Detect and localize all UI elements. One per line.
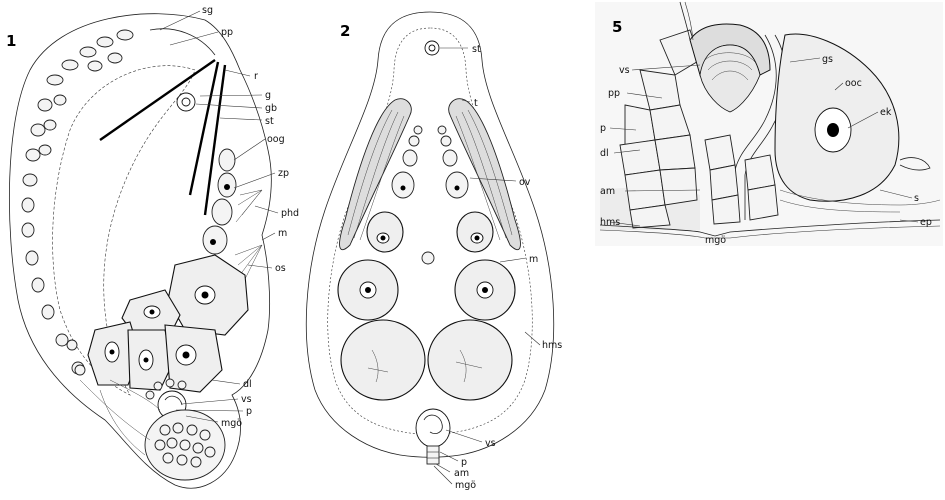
fig5-small-cell: [899, 157, 931, 171]
fig1-label-g: g: [265, 90, 271, 101]
fig2-label-p: p: [461, 457, 467, 468]
fig2-label-m: m: [529, 254, 538, 265]
fig5-bulb-lumen: [699, 44, 761, 113]
fig5-label-mgo: mgö: [705, 235, 726, 246]
fig5-label-vs: vs: [619, 65, 630, 76]
fig5-label-gs: gs: [822, 54, 833, 65]
fig1-label-gb: gb: [265, 103, 277, 114]
fig5-label-p: p: [600, 123, 606, 134]
fig2-label-t: t: [474, 98, 478, 109]
fig5-label-ooc: ooc: [845, 78, 862, 89]
fig2-mouth: [421, 251, 435, 265]
fig1-label-vs: vs: [241, 394, 252, 405]
fig5-label-ep: ep: [920, 217, 932, 228]
fig5-label-hms: hms: [600, 217, 620, 228]
fig1-label-p: p: [246, 406, 252, 417]
fig2-oocytes-right: [427, 125, 516, 401]
fig1-label-phd: phd: [281, 208, 299, 219]
fig5-label-dl: dl: [600, 148, 609, 159]
fig5-leader-lines: [609, 57, 919, 227]
fig2-label-hms: hms: [542, 340, 562, 351]
fig5-left-cells: [619, 29, 701, 229]
fig1-large-oocytes: [87, 254, 249, 393]
figure-2-drawing: 2 st t ov m hms vs p am mgö: [305, 11, 562, 491]
fig1-label-zp: zp: [278, 168, 289, 179]
fig1-epidermis: [21, 29, 134, 375]
fig1-rod-2: [188, 61, 220, 196]
fig5-label-am: am: [600, 186, 615, 197]
fig2-label-mgo: mgö: [455, 480, 476, 491]
fig2-copulatory-organ: [415, 408, 451, 465]
fig1-label-st: st: [265, 116, 274, 127]
fig1-label-m: m: [278, 228, 287, 239]
fig1-label-r: r: [254, 71, 258, 82]
fig1-copulatory-organ: [144, 378, 226, 481]
fig2-label-ov: ov: [519, 177, 531, 188]
fig5-label-ek: ek: [880, 107, 892, 118]
fig1-label-mgo: mgö: [221, 418, 242, 429]
fig5-label-pp: pp: [608, 88, 620, 99]
fig5-basement: [599, 219, 941, 237]
figure-1-drawing: 1 sg pp r g gb st oog zp phd m os dl vs …: [6, 5, 299, 489]
fig1-label-sg: sg: [202, 5, 213, 16]
fig2-label-st: st: [472, 44, 481, 55]
fig1-label-oog: oog: [267, 134, 285, 145]
fig1-basal-fibers: [79, 379, 161, 456]
fig1-muscle-fan: [234, 189, 263, 286]
fig1-body-outline: [9, 13, 272, 489]
figure-number-5: 5: [612, 18, 622, 36]
fig1-cavity: [52, 65, 196, 396]
fig1-label-dl: dl: [243, 379, 252, 390]
figure-5-drawing: 5 vs pp p dl am hms mgö gs ooc ek s ep: [595, 1, 943, 246]
fig1-label-pp: pp: [221, 27, 233, 38]
fig1-leader-lines: [159, 10, 279, 423]
fig1-oocyte-chain: [202, 148, 237, 255]
fig5-label-s: s: [914, 193, 919, 204]
fig2-label-am: am: [454, 468, 469, 479]
fig5-duct: [734, 34, 777, 220]
fig1-rod-3: [203, 64, 227, 216]
fig2-testis-right: [448, 98, 521, 250]
fig1-rod-1: [99, 59, 216, 141]
fig2-oocytes-left: [337, 125, 426, 401]
figure-number-2: 2: [340, 22, 350, 40]
fig1-label-os: os: [275, 263, 286, 274]
fig2-label-vs: vs: [485, 438, 496, 449]
fig2-testis-left: [339, 98, 412, 250]
fig2-leader-lines: [433, 47, 541, 485]
fig1-pp-duct: [149, 28, 216, 56]
figure-number-1: 1: [6, 32, 16, 50]
fig5-middle-cells: [704, 134, 779, 225]
